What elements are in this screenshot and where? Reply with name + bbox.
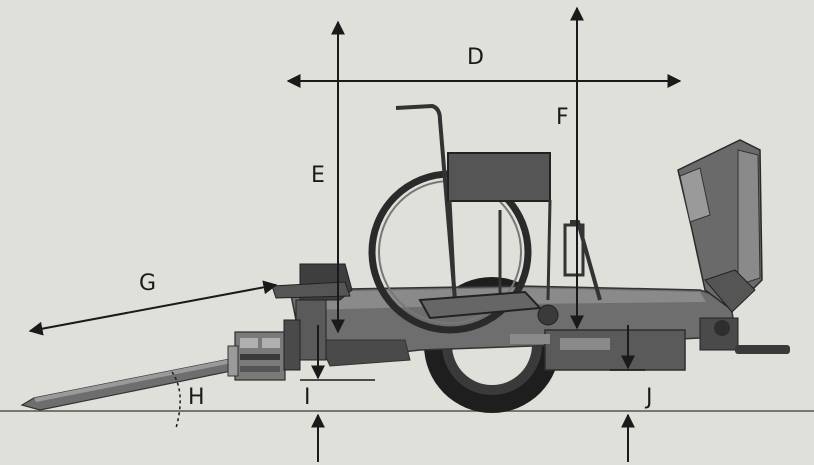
label-e: E <box>311 163 325 188</box>
label-d: D <box>467 45 484 70</box>
label-g: G <box>139 271 156 296</box>
wheelchair <box>368 103 602 334</box>
underbody-box-detail <box>560 338 610 350</box>
folded-wing-panel <box>677 139 763 313</box>
dimension-g-arrow <box>28 280 278 336</box>
clamp-mechanism <box>227 319 301 381</box>
rear-handle <box>735 345 790 354</box>
lower-housing <box>317 339 411 367</box>
underbody-rail <box>510 334 550 344</box>
dimension-h-arc <box>171 371 181 429</box>
label-f: F <box>556 105 569 130</box>
label-h: H <box>188 385 205 410</box>
vehicle-illustration <box>20 103 790 413</box>
rear-knob <box>714 320 730 336</box>
label-i: I <box>304 385 311 410</box>
label-j: J <box>644 385 653 410</box>
dimension-lines <box>28 6 682 462</box>
ramp-arm-top <box>34 357 242 402</box>
underbody-box <box>544 329 686 371</box>
